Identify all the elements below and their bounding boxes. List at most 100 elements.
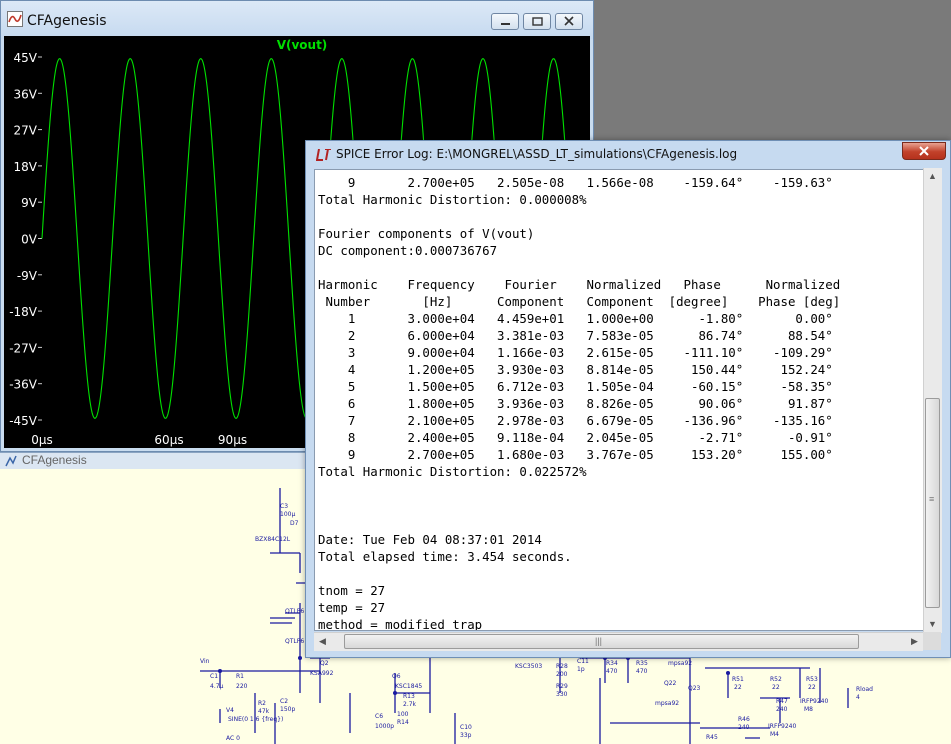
svg-text:470: 470 [636, 668, 648, 675]
svg-text:4.7µ: 4.7µ [210, 683, 224, 690]
svg-text:R52: R52 [770, 676, 782, 683]
svg-text:Vin: Vin [200, 658, 210, 665]
svg-text:mpsa92: mpsa92 [668, 660, 692, 667]
y-tick-label: -18V [9, 305, 38, 319]
y-tick-label: 9V [21, 196, 38, 210]
plot-title: CFAgenesis [27, 13, 107, 29]
svg-text:R47: R47 [776, 698, 788, 705]
y-tick-label: 18V [14, 160, 38, 174]
svg-text:AC 0: AC 0 [226, 735, 240, 742]
svg-text:M4: M4 [770, 731, 779, 738]
x-tick-label: 0µs [31, 433, 53, 447]
log-line: Total Harmonic Distortion: 0.022572% [318, 464, 587, 479]
trace-label: V(vout) [277, 38, 328, 52]
y-tick-label: 45V [14, 51, 38, 65]
log-line: 2 6.000e+04 3.381e-03 7.583e-05 86.74° 8… [347, 328, 833, 343]
svg-text:KSC3503: KSC3503 [515, 663, 542, 670]
log-line: Number [Hz] Component Component [degree]… [325, 294, 841, 309]
svg-text:BZX84C12L: BZX84C12L [255, 536, 291, 543]
svg-text:C3: C3 [280, 503, 288, 510]
svg-text:R14: R14 [397, 719, 409, 726]
close-button[interactable] [555, 13, 583, 30]
svg-text:22: 22 [808, 684, 816, 691]
log-line: Harmonic Frequency Fourier Normalized Ph… [318, 277, 841, 292]
waveform-icon [7, 11, 23, 27]
svg-text:C1: C1 [210, 673, 218, 680]
horizontal-scroll-thumb[interactable]: ||| [344, 634, 859, 649]
svg-text:Q6: Q6 [392, 673, 401, 680]
x-tick-label: 90µs [218, 433, 247, 447]
svg-text:KSA992: KSA992 [310, 670, 334, 677]
y-tick-label: -9V [17, 269, 38, 283]
svg-text:4: 4 [856, 694, 860, 701]
log-line: Total elapsed time: 3.454 seconds. [318, 549, 572, 564]
y-tick-label: -45V [9, 414, 38, 428]
scroll-left-icon[interactable]: ◀ [319, 636, 326, 646]
log-line: 4 1.200e+05 3.930e-03 8.814e-05 150.44° … [347, 362, 833, 377]
y-tick-label: -27V [9, 341, 38, 355]
log-vertical-scrollbar[interactable]: ▲ ≡ ▼ [923, 168, 942, 633]
svg-text:22: 22 [734, 684, 742, 691]
log-line: Date: Tue Feb 04 08:37:01 2014 [318, 532, 542, 547]
x-tick-label: 60µs [154, 433, 183, 447]
plot-titlebar[interactable]: CFAgenesis [1, 1, 593, 39]
svg-text:150p: 150p [280, 706, 295, 713]
scroll-right-icon[interactable]: ▶ [911, 636, 918, 646]
vertical-scroll-thumb[interactable]: ≡ [925, 398, 940, 608]
svg-text:mpsa92: mpsa92 [655, 700, 679, 707]
restore-button[interactable] [523, 13, 551, 30]
svg-text:QTLP6: QTLP6 [285, 608, 304, 615]
svg-text:C2: C2 [280, 698, 288, 705]
log-title: SPICE Error Log: E:\MONGREL\ASSD_LT_simu… [336, 147, 738, 161]
schematic-titlebar[interactable]: CFAgenesis [0, 453, 310, 469]
svg-text:R45: R45 [706, 734, 718, 741]
log-line: 3 9.000e+04 1.166e-03 2.615e-05 -111.10°… [347, 345, 833, 360]
schematic-icon [5, 455, 17, 467]
log-horizontal-scrollbar[interactable]: ◀ ||| ▶ [314, 632, 923, 651]
svg-text:KSC1845: KSC1845 [395, 683, 422, 690]
y-tick-label: -36V [9, 378, 38, 392]
log-line: 5 1.500e+05 6.712e-03 1.505e-04 -60.15° … [347, 379, 833, 394]
svg-text:R28: R28 [556, 663, 568, 670]
svg-text:C11: C11 [577, 658, 589, 665]
close-icon [919, 146, 929, 156]
scrollbar-corner [923, 632, 941, 650]
svg-text:R46: R46 [738, 716, 750, 723]
svg-text:R29: R29 [556, 683, 568, 690]
log-line: tnom = 27 [318, 583, 386, 598]
log-titlebar[interactable]: SPICE Error Log: E:\MONGREL\ASSD_LT_simu… [306, 141, 950, 167]
y-tick-label: 36V [14, 87, 38, 101]
svg-text:330: 330 [556, 691, 568, 698]
restore-icon [532, 17, 543, 26]
svg-text:33p: 33p [460, 732, 472, 739]
log-text-area[interactable]: 9 2.700e+05 2.505e-08 1.566e-08 -159.64°… [314, 169, 939, 631]
svg-text:Q2: Q2 [320, 660, 329, 667]
svg-text:470: 470 [606, 668, 618, 675]
svg-text:QTLP6: QTLP6 [285, 638, 304, 645]
error-log-window[interactable]: SPICE Error Log: E:\MONGREL\ASSD_LT_simu… [305, 140, 951, 658]
svg-text:IRFP9240: IRFP9240 [768, 723, 796, 730]
minimize-button[interactable] [491, 13, 519, 30]
scroll-down-icon[interactable]: ▼ [928, 619, 937, 629]
svg-text:240: 240 [776, 706, 788, 713]
svg-text:Q22: Q22 [664, 680, 677, 687]
svg-text:2.7k: 2.7k [403, 701, 417, 708]
svg-text:V4: V4 [226, 707, 234, 714]
svg-text:IRFP9240: IRFP9240 [800, 698, 828, 705]
svg-text:M8: M8 [804, 706, 813, 713]
svg-text:SINE(0 1 6 {freq}): SINE(0 1 6 {freq}) [228, 716, 283, 723]
svg-text:C10: C10 [460, 724, 472, 731]
svg-text:R35: R35 [636, 660, 648, 667]
svg-text:R13: R13 [403, 693, 415, 700]
svg-text:1p: 1p [577, 666, 585, 673]
svg-text:220: 220 [236, 683, 248, 690]
log-line: 1 3.000e+04 4.459e+01 1.000e+00 -1.80° 0… [347, 311, 833, 326]
svg-text:240: 240 [738, 724, 750, 731]
svg-text:100µ: 100µ [280, 511, 295, 518]
log-line: Total Harmonic Distortion: 0.000008% [318, 192, 587, 207]
svg-text:C6: C6 [375, 713, 383, 720]
log-close-button[interactable] [902, 142, 946, 160]
log-line: Fourier components of V(vout) [318, 226, 535, 241]
scroll-up-icon[interactable]: ▲ [928, 171, 937, 181]
